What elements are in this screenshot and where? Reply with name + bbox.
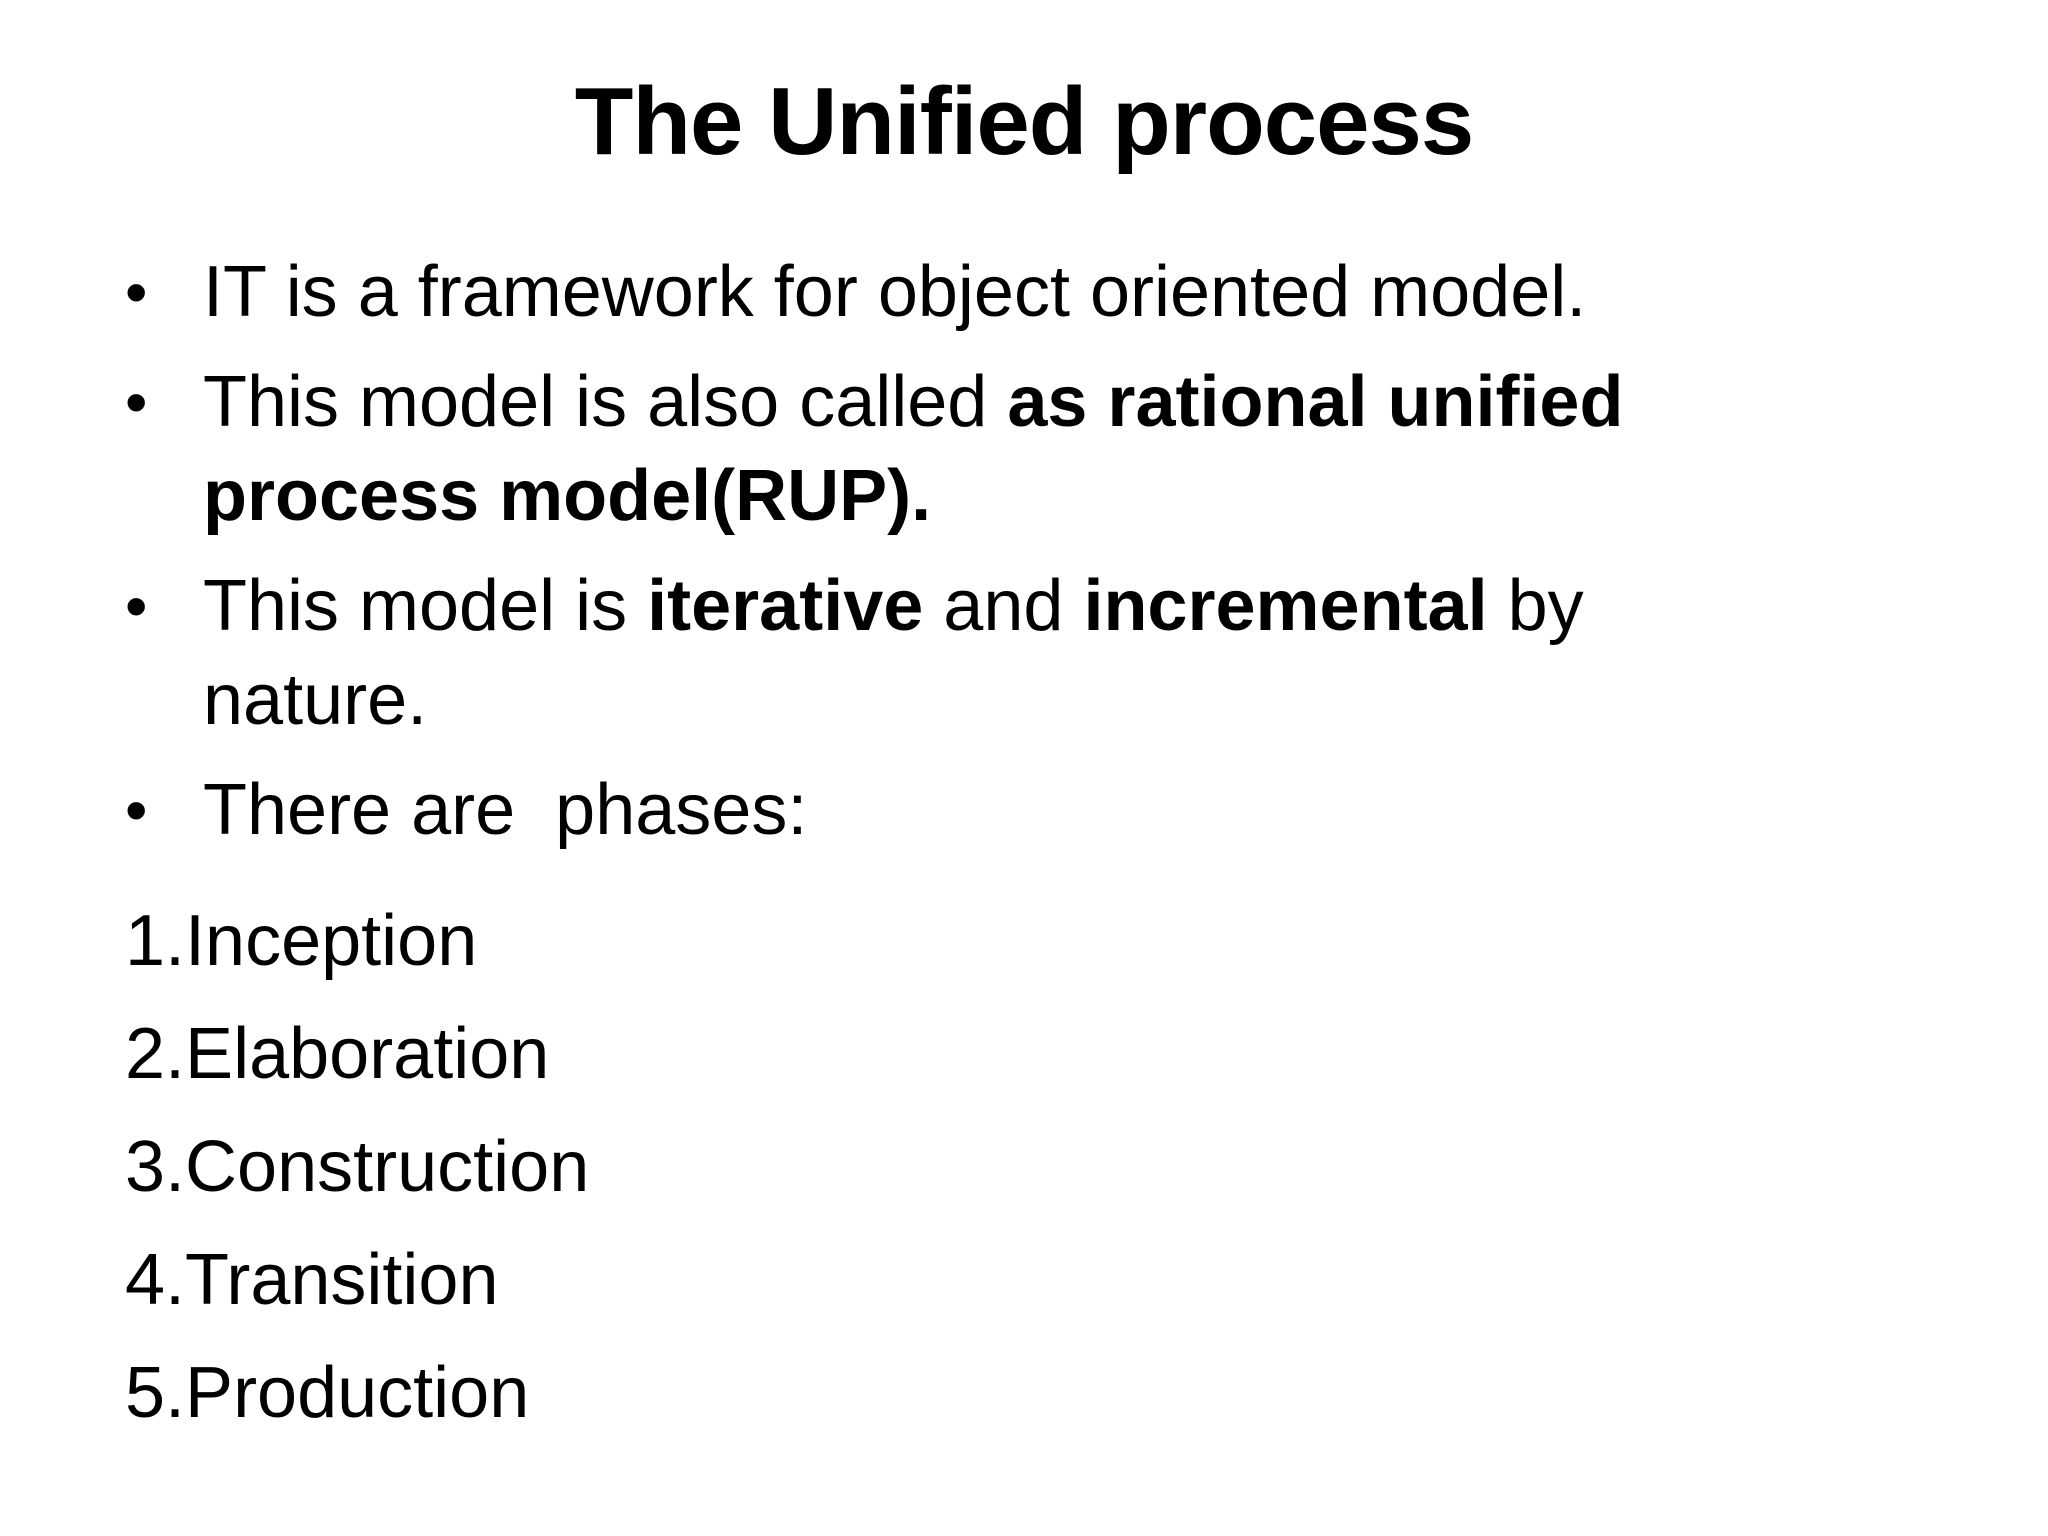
bullet-text: This model is iterative and incremental …	[203, 566, 1584, 740]
phase-item: 4.Transition	[125, 1240, 499, 1320]
bullet-text-part: This model is also called	[203, 362, 1008, 442]
bullet-text-part: There are phases:	[203, 770, 808, 850]
phase-item: 1.Inception	[125, 901, 478, 981]
bullet-text-bold: as rational unified process model(RUP).	[203, 362, 1624, 536]
bullet-text-bold: incremental	[1083, 566, 1488, 646]
bullet-dot: •	[125, 774, 148, 846]
bullet-dot: •	[125, 256, 148, 328]
slide-title: The Unified process	[574, 68, 1475, 175]
bullet-dot: •	[125, 570, 148, 642]
bullet-list: • IT is a framework for object oriented …	[125, 245, 1825, 873]
bullet-text-part: and	[923, 566, 1084, 646]
bullet-text: IT is a framework for object oriented mo…	[203, 252, 1586, 332]
phase-item: 2.Elaboration	[125, 1014, 550, 1094]
bullet-text-bold: iterative	[647, 566, 924, 646]
bullet-text: This model is also called as rational un…	[203, 362, 1623, 536]
bullet-text-part: IT is a framework for object oriented mo…	[203, 252, 1587, 332]
bullet-text-part: This model is	[203, 566, 648, 646]
bullet-text-part: by nature.	[203, 566, 1584, 740]
phase-item: 5.Production	[125, 1353, 530, 1433]
phase-list: 1.Inception 2.Elaboration 3.Construction…	[125, 885, 589, 1450]
bullet-item: • This model is also called as rational …	[125, 355, 1825, 543]
bullet-text: There are phases:	[203, 770, 807, 850]
bullet-dot: •	[125, 366, 148, 438]
bullet-item: • IT is a framework for object oriented …	[125, 245, 1825, 339]
phase-item: 3.Construction	[125, 1127, 590, 1207]
bullet-item: • This model is iterative and incrementa…	[125, 559, 1825, 747]
bullet-item: • There are phases:	[125, 763, 1825, 857]
